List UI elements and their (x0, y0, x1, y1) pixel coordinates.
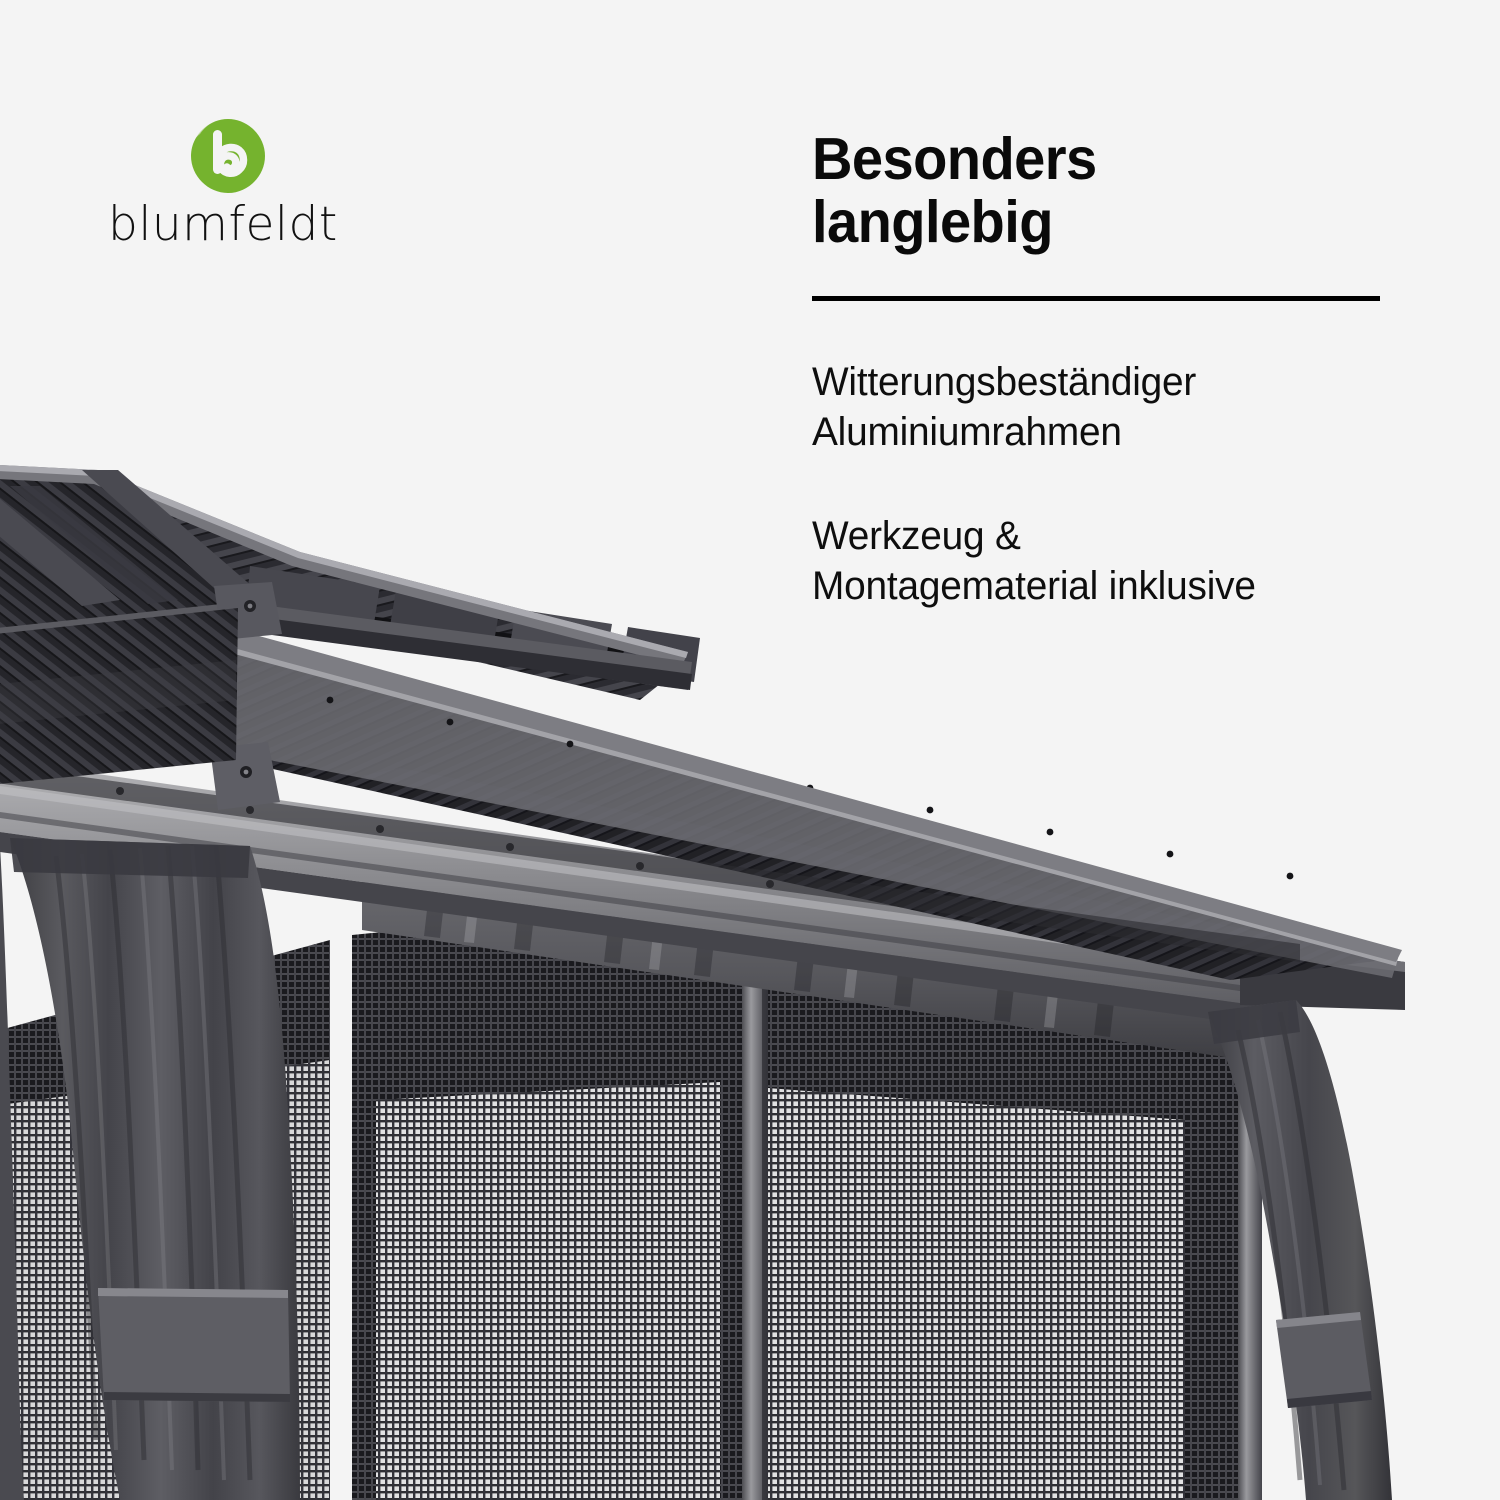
title-divider (812, 296, 1380, 301)
roof-truss-struts (0, 470, 268, 606)
roof-truss-struts-2 (10, 486, 178, 604)
corner-bracket-upper (214, 582, 282, 640)
curtain-tieback-band-right (1276, 1312, 1372, 1408)
brand-logo: blumfeldt (108, 118, 428, 258)
corner-post-middle (742, 893, 768, 1500)
corner-post-right (1238, 1006, 1262, 1500)
eave-beam (0, 760, 1290, 1030)
lower-roof-tier (0, 612, 1398, 980)
curtain-tieback-band-left (98, 1288, 290, 1402)
valance (362, 872, 1245, 1060)
mesh-wall-left (0, 940, 330, 1500)
page-title: Besonders langlebig (812, 126, 1097, 255)
blumfeldt-leaf-b-icon (190, 118, 266, 194)
curtain-right (1208, 1000, 1392, 1500)
eave-end-cap (1240, 940, 1405, 1010)
roof-hip-edge (108, 600, 1402, 962)
mesh-wall-right (768, 900, 1240, 1500)
feature-item-2: Werkzeug & Montagematerial inklusive (812, 514, 1256, 608)
curtain-left (10, 838, 300, 1500)
feature-text-panel: Besonders langlebig Witterungsbeständige… (812, 128, 1412, 651)
curtain-left-edge (0, 846, 24, 1500)
feature-item-1: Witterungsbeständiger Aluminiumrahmen (812, 360, 1197, 454)
brand-wordmark: blumfeldt (108, 196, 428, 254)
roof-left-face (0, 608, 238, 784)
corner-bracket-lower (210, 742, 280, 810)
upper-roof-tier (0, 465, 700, 700)
roof-vent-panels (246, 566, 700, 682)
brand-wordmark-text: blumfeldt (108, 197, 338, 252)
mesh-wall-middle (352, 895, 745, 1500)
